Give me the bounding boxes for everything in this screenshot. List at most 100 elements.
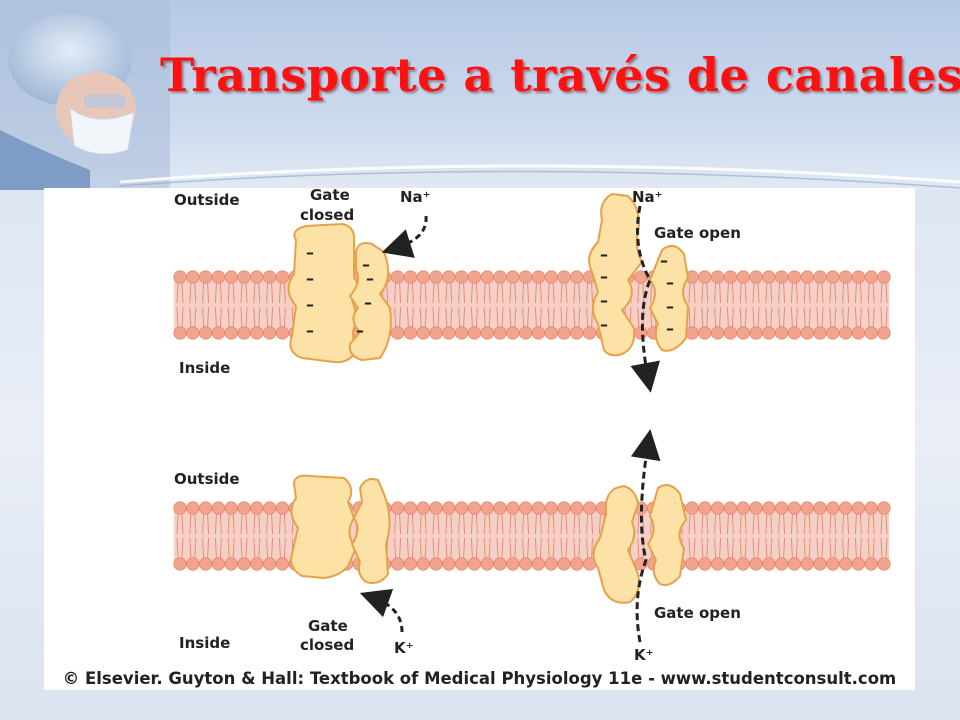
gate-closed-label-top-line1: Gate (310, 188, 350, 204)
phospholipid-head (403, 501, 417, 515)
gate-closed-label-bottom-line1: Gate (308, 617, 348, 635)
phospholipid-head (557, 557, 571, 571)
protein-left-half (592, 484, 640, 604)
phospholipid-head (403, 557, 417, 571)
phospholipid-tail (714, 306, 722, 328)
phospholipid-head (749, 501, 763, 515)
phospholipid-tail (560, 537, 568, 559)
phospholipid-head (570, 501, 584, 515)
phospholipid-head (173, 270, 187, 284)
phospholipid-head (723, 501, 738, 515)
phospholipid-tail (394, 537, 402, 559)
phospholipid-head (199, 557, 213, 571)
phospholipid-head (762, 501, 776, 515)
phospholipid-tail (790, 306, 798, 328)
phospholipid-head (544, 557, 558, 571)
phospholipid-head (531, 326, 545, 340)
negative-charge: – (600, 291, 608, 310)
phospholipid-tail (854, 306, 862, 328)
protein-left-half (287, 222, 360, 364)
phospholipid-tail (406, 306, 414, 328)
phospholipid-head (877, 557, 891, 571)
phospholipid-tail (227, 513, 235, 535)
phospholipid-tail (394, 513, 402, 535)
negative-charge: – (660, 251, 668, 270)
phospholipid-head (467, 501, 481, 515)
phospholipid-tail (240, 306, 248, 328)
phospholipid-head (275, 557, 289, 571)
phospholipid-tail (739, 513, 747, 535)
phospholipid-head (390, 501, 405, 515)
phospholipid-head (710, 326, 725, 340)
phospholipid-tail (880, 282, 888, 304)
phospholipid-head (199, 501, 213, 515)
phospholipid-tail (816, 282, 824, 304)
phospholipid-tail (573, 537, 581, 559)
phospholipid-head (224, 501, 238, 515)
phospholipid-head (838, 270, 853, 284)
phospholipid-head (774, 501, 789, 515)
phospholipid-tail (586, 282, 594, 304)
phospholipid-head (685, 501, 699, 515)
protein-right-half (648, 244, 690, 352)
phospholipid-head (723, 326, 738, 340)
phospholipid-tail (406, 282, 414, 304)
phospholipid-tail (522, 513, 530, 535)
negative-charge: – (364, 293, 372, 312)
phospholipid-head (582, 326, 597, 340)
phospholipid-tail (214, 282, 222, 304)
outside-label-bottom: Outside (174, 470, 240, 488)
phospholipid-head (250, 326, 264, 340)
phospholipid-head (186, 557, 200, 571)
phospholipid-tail (854, 282, 862, 304)
phospholipid-head (211, 270, 225, 284)
phospholipid-head (506, 501, 520, 515)
phospholipid-head (800, 326, 814, 340)
phospholipid-tail (470, 537, 478, 559)
phospholipid-tail (278, 306, 286, 328)
phospholipid-tail (867, 513, 875, 535)
phospholipid-head (275, 326, 289, 340)
phospholipid-tail (688, 306, 696, 328)
negative-charges-closed-gate: – – – – – – – – (306, 243, 374, 340)
na-ion-label-closed: Na⁺ (400, 188, 431, 206)
phospholipid-tail (253, 282, 261, 304)
negative-charge: – (306, 295, 314, 314)
phospholipid-head (762, 557, 776, 571)
phospholipid-head (749, 326, 763, 340)
open-gate-protein-bottom (592, 484, 688, 604)
phospholipid-head (864, 501, 878, 515)
phospholipid-head (493, 326, 507, 340)
phospholipid-tail (778, 537, 786, 559)
phospholipid-head (851, 270, 866, 284)
phospholipid-head (531, 557, 545, 571)
phospholipid-head (275, 501, 289, 515)
protein-left-half (290, 474, 358, 580)
phospholipid-head (749, 270, 763, 284)
phospholipid-tail (240, 513, 248, 535)
phospholipid-tail (803, 513, 811, 535)
phospholipid-head (544, 501, 558, 515)
inside-label-bottom: Inside (179, 634, 230, 652)
phospholipid-head (429, 501, 443, 515)
phospholipid-tail (765, 282, 773, 304)
phospholipid-tail (470, 306, 478, 328)
lipid-core (174, 275, 889, 335)
phospholipid-head (710, 501, 725, 515)
phospholipid-tail (266, 513, 274, 535)
phospholipid-head (762, 270, 776, 284)
gate-closed-label-top-line2: closed (300, 206, 354, 224)
phospholipid-head (826, 326, 840, 340)
protein-right-half (646, 484, 688, 586)
phospholipid-head (263, 270, 277, 284)
negative-charge: – (306, 269, 314, 288)
phospholipid-tail (432, 513, 440, 535)
negative-charge: – (666, 273, 674, 292)
phospholipid-head (173, 326, 187, 340)
phospholipid-tail (752, 282, 760, 304)
phospholipid-head (467, 270, 481, 284)
phospholipid-tail (534, 513, 542, 535)
phospholipid-tail (176, 537, 184, 559)
phospholipid-tail (445, 282, 453, 304)
phospholipid-head (736, 501, 750, 515)
